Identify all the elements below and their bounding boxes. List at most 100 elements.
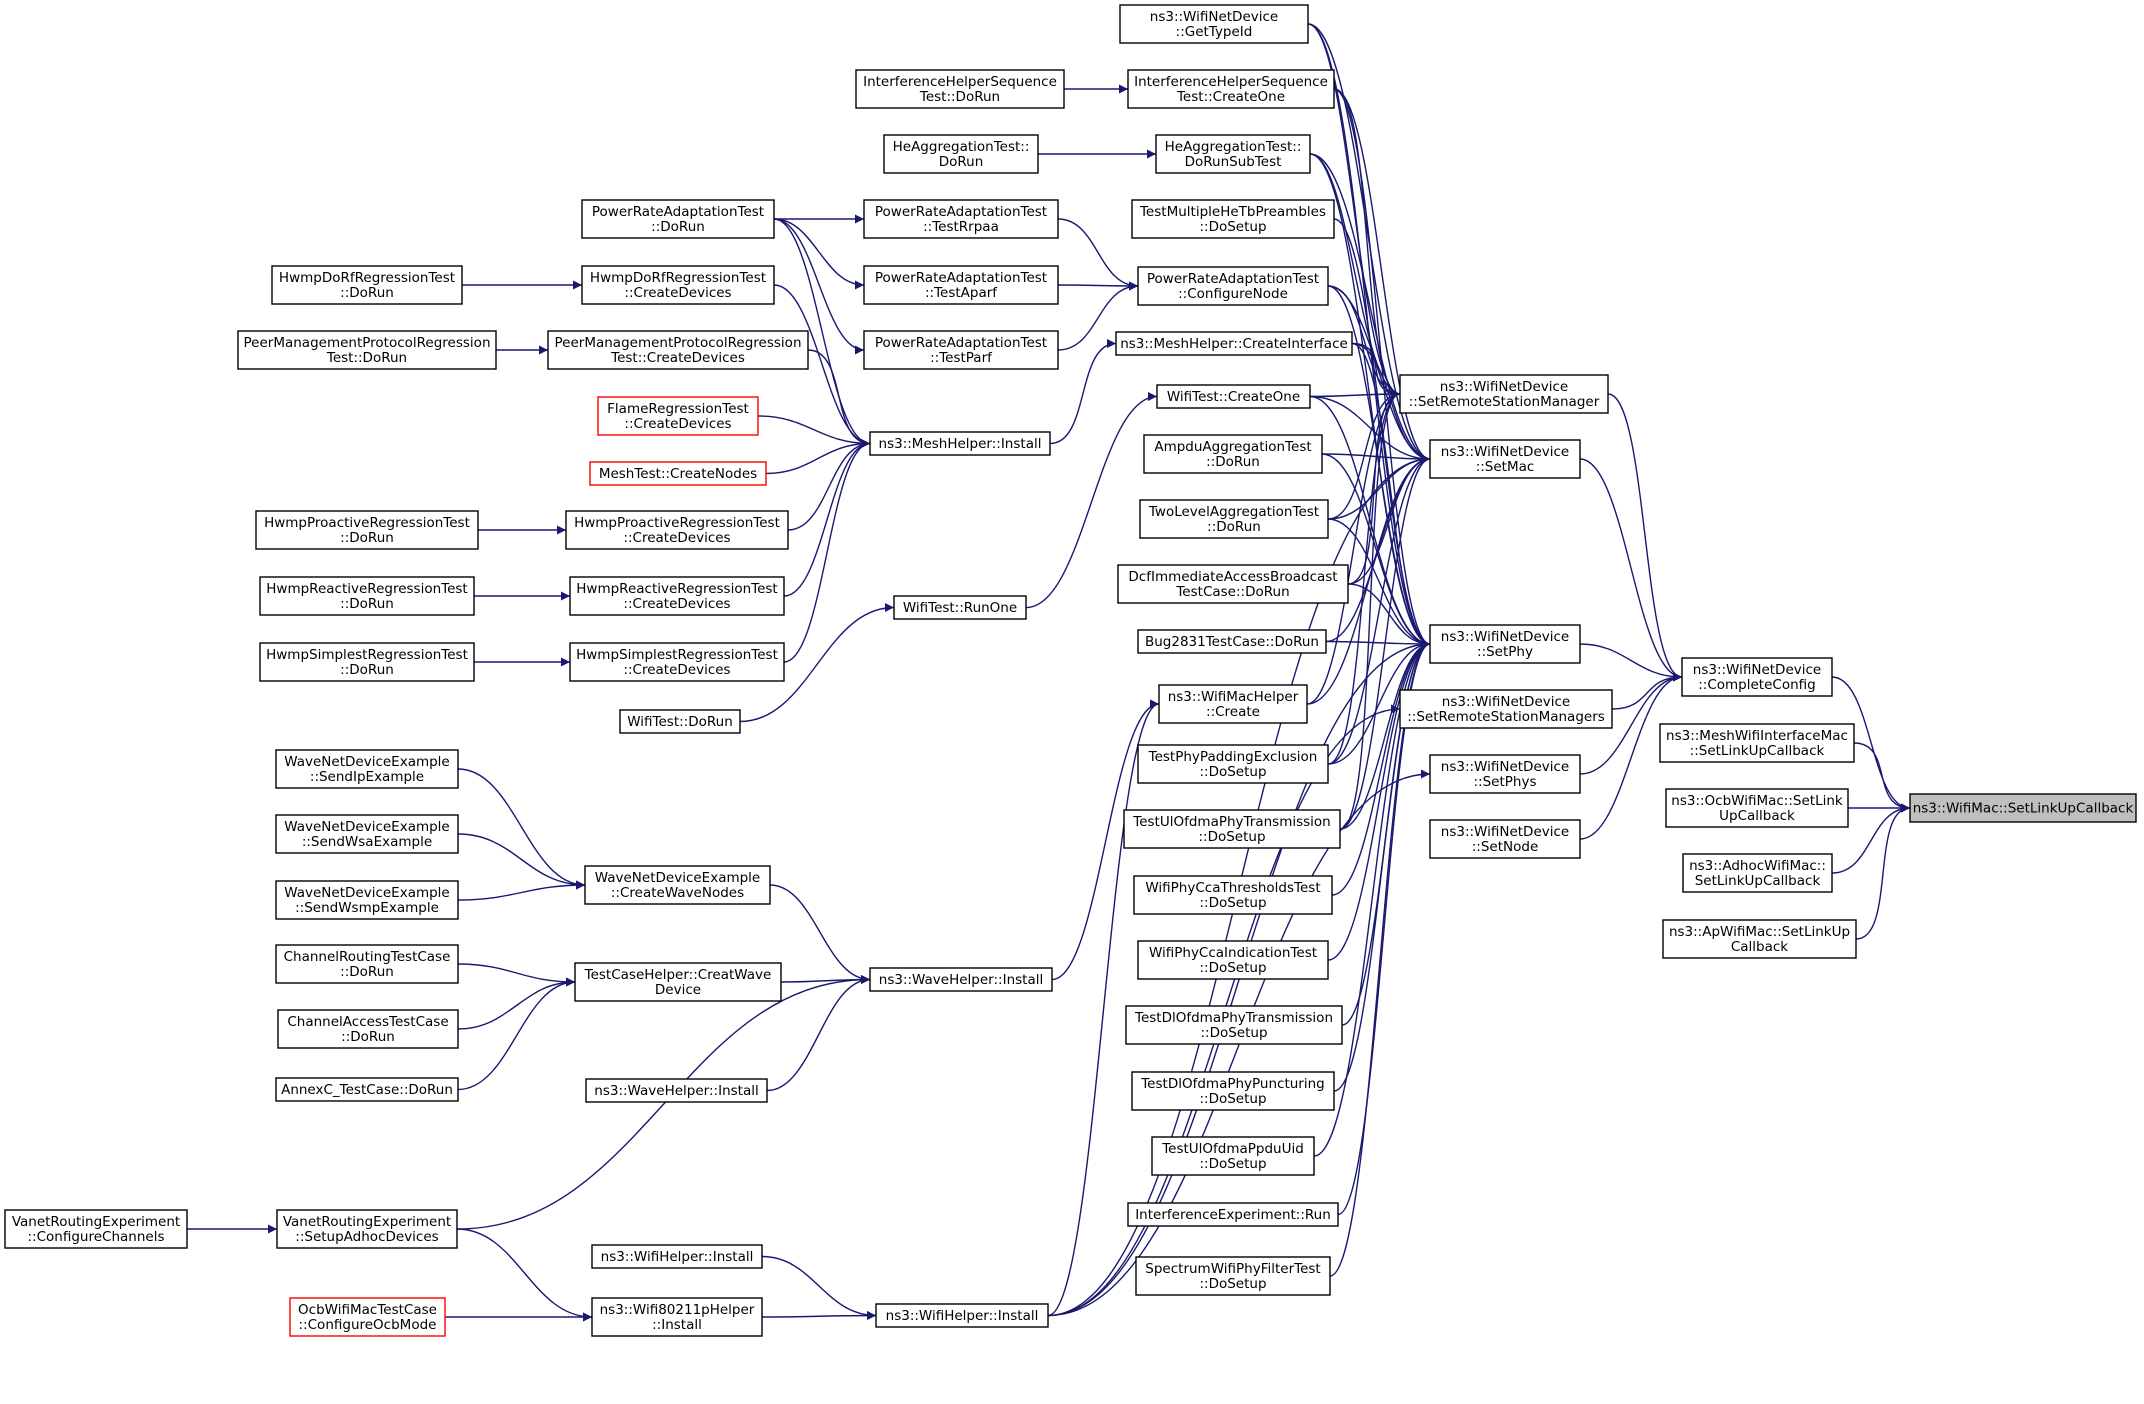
node-label-setrsms-line-1: ::SetRemoteStationManagers [1407,709,1605,725]
graph-node-heagg_dorunsub[interactable]: HeAggregationTest::DoRunSubTest [1155,134,1311,174]
graph-node-hrea_dorun[interactable]: HwmpReactiveRegressionTest::DoRun [259,576,475,616]
node-label-cat_dorun-line-0: ChannelAccessTestCase [287,1014,448,1030]
graph-node-hpro_create[interactable]: HwmpProactiveRegressionTest::CreateDevic… [565,510,789,550]
node-label-ocbmac-line-1: UpCallback [1719,808,1795,824]
node-label-w80211p_install-line-0: ns3::Wifi80211pHelper [600,1302,755,1318]
graph-node-wifihelper_install2[interactable]: ns3::WifiHelper::Install [591,1244,763,1269]
graph-node-dcf[interactable]: DcfImmediateAccessBroadcastTestCase::DoR… [1117,564,1349,604]
graph-node-pmp_dorun[interactable]: PeerManagementProtocolRegressionTest::Do… [237,330,497,370]
graph-node-mesh_createnodes[interactable]: MeshTest::CreateNodes [589,461,767,486]
graph-node-flame_create[interactable]: FlameRegressionTest::CreateDevices [597,396,759,436]
graph-node-gettypeid[interactable]: ns3::WifiNetDevice::GetTypeId [1119,4,1309,44]
graph-node-setlinkup[interactable]: ns3::WifiMac::SetLinkUpCallback [1909,793,2137,823]
graph-node-wnde_sendip[interactable]: WaveNetDeviceExample::SendIpExample [275,749,459,789]
graph-node-w80211p_install[interactable]: ns3::Wifi80211pHelper::Install [591,1297,763,1337]
graph-node-twolevel[interactable]: TwoLevelAggregationTest::DoRun [1139,499,1329,539]
graph-node-wifitest_createone[interactable]: WifiTest::CreateOne [1156,384,1311,409]
graph-node-prat_trrpaa[interactable]: PowerRateAdaptationTest::TestRrpaa [863,199,1059,239]
graph-node-wpcct[interactable]: WifiPhyCcaThresholdsTest::DoSetup [1133,875,1333,915]
graph-node-vre_config[interactable]: VanetRoutingExperiment::ConfigureChannel… [4,1209,188,1249]
graph-node-prat_config[interactable]: PowerRateAdaptationTest::ConfigureNode [1137,266,1329,306]
node-label-setrsm-line-1: ::SetRemoteStationManager [1409,394,1600,410]
graph-node-meshifmac[interactable]: ns3::MeshWifiInterfaceMac::SetLinkUpCall… [1659,723,1855,763]
graph-node-hsim_create[interactable]: HwmpSimplestRegressionTest::CreateDevice… [569,642,785,682]
graph-node-ocbmac[interactable]: ns3::OcbWifiMac::SetLinkUpCallback [1665,788,1849,828]
node-label-prat_dorun-line-1: ::DoRun [651,219,705,235]
graph-node-ihs_createone[interactable]: InterferenceHelperSequenceTest::CreateOn… [1127,69,1335,109]
graph-node-wpcit[interactable]: WifiPhyCcaIndicationTest::DoSetup [1137,940,1329,980]
graph-node-hdrf_create[interactable]: HwmpDoRfRegressionTest::CreateDevices [581,265,775,305]
graph-node-bug2831[interactable]: Bug2831TestCase::DoRun [1137,629,1327,654]
graph-node-wavehelper_install[interactable]: ns3::WaveHelper::Install [869,967,1053,992]
graph-node-wifitest_runone[interactable]: WifiTest::RunOne [893,595,1027,620]
graph-node-pmp_create[interactable]: PeerManagementProtocolRegressionTest::Cr… [547,330,809,370]
node-box-dcf [1117,564,1349,604]
edge-setrsms-to-completeconfig [1611,672,1683,710]
node-label-vre_config-line-1: ::ConfigureChannels [28,1229,165,1245]
graph-node-setphys[interactable]: ns3::WifiNetDevice::SetPhys [1429,754,1581,794]
graph-node-wnde_sendwsmp[interactable]: WaveNetDeviceExample::SendWsmpExample [275,880,459,920]
graph-node-tdopp[interactable]: TestDlOfdmaPhyPuncturing::DoSetup [1131,1071,1335,1111]
node-box-wnde_createwn [584,865,771,905]
node-label-wnde_createwn-line-0: WaveNetDeviceExample [595,870,761,886]
graph-node-tuopu[interactable]: TestUlOfdmaPpduUid::DoSetup [1151,1136,1315,1176]
graph-node-wifihelper_install[interactable]: ns3::WifiHelper::Install [875,1303,1049,1328]
graph-node-ampdu[interactable]: AmpduAggregationTest::DoRun [1143,434,1323,474]
node-label-setnode-line-1: ::SetNode [1472,839,1539,855]
node-box-setrsms [1399,689,1613,729]
edge-flame_create-to-meshhelper_install [757,415,871,448]
node-label-gettypeid-line-1: ::GetTypeId [1176,24,1253,40]
graph-node-tppe[interactable]: TestPhyPaddingExclusion::DoSetup [1137,744,1329,784]
graph-node-hrea_create[interactable]: HwmpReactiveRegressionTest::CreateDevice… [569,576,785,616]
graph-node-hpro_dorun[interactable]: HwmpProactiveRegressionTest::DoRun [255,510,479,550]
graph-node-hdrf_dorun[interactable]: HwmpDoRfRegressionTest::DoRun [271,265,463,305]
graph-node-tdopt[interactable]: TestDlOfdmaPhyTransmission::DoSetup [1125,1005,1343,1045]
graph-node-ocbtc_config[interactable]: OcbWifiMacTestCase::ConfigureOcbMode [289,1297,446,1337]
edge-prat_dorun-to-prat_tparf [773,218,865,355]
edge-wifimachelper_create-to-setrsm [1306,389,1401,705]
graph-node-adhocmac[interactable]: ns3::AdhocWifiMac::SetLinkUpCallback [1682,853,1833,893]
graph-node-setrsms[interactable]: ns3::WifiNetDevice::SetRemoteStationMana… [1399,689,1613,729]
graph-node-heagg_dorun[interactable]: HeAggregationTest::DoRun [883,134,1039,174]
node-label-heagg_dorun-line-0: HeAggregationTest:: [893,139,1030,155]
graph-node-setnode[interactable]: ns3::WifiNetDevice::SetNode [1429,819,1581,859]
graph-node-setphy[interactable]: ns3::WifiNetDevice::SetPhy [1429,624,1581,664]
graph-node-wifitest_dorun[interactable]: WifiTest::DoRun [619,709,741,734]
graph-node-meshhelper_createif[interactable]: ns3::MeshHelper::CreateInterface [1115,331,1353,356]
graph-node-setrsm[interactable]: ns3::WifiNetDevice::SetRemoteStationMana… [1399,374,1609,414]
graph-node-setmac[interactable]: ns3::WifiNetDevice::SetMac [1429,439,1581,479]
graph-node-prat_taparf[interactable]: PowerRateAdaptationTest::TestAparf [863,265,1059,305]
graph-node-cat_dorun[interactable]: ChannelAccessTestCase::DoRun [277,1009,459,1049]
graph-node-wavehelper_install2[interactable]: ns3::WaveHelper::Install [585,1078,768,1103]
node-box-wnde_sendwsa [275,814,459,854]
graph-node-prat_tparf[interactable]: PowerRateAdaptationTest::TestParf [863,330,1059,370]
node-box-setlinkup [1909,793,2137,823]
graph-node-annexc_dorun[interactable]: AnnexC_TestCase::DoRun [275,1077,459,1102]
graph-node-meshhelper_install[interactable]: ns3::MeshHelper::Install [869,431,1051,456]
edge-setrsm-to-completeconfig [1607,393,1683,682]
graph-node-crt_dorun[interactable]: ChannelRoutingTestCase::DoRun [275,944,459,984]
node-label-dcf-line-0: DcfImmediateAccessBroadcast [1128,569,1337,585]
graph-node-vre_setup[interactable]: VanetRoutingExperiment::SetupAdhocDevice… [276,1209,458,1249]
node-label-hrea_create-line-0: HwmpReactiveRegressionTest [576,581,777,597]
graph-node-hsim_dorun[interactable]: HwmpSimplestRegressionTest::DoRun [259,642,475,682]
graph-node-tmhtp[interactable]: TestMultipleHeTbPreambles::DoSetup [1131,199,1335,239]
edge-meshhelper_createif-to-setmac [1351,342,1431,464]
graph-node-ie_run[interactable]: InterferenceExperiment::Run [1127,1202,1339,1227]
node-label-annexc_dorun-line-0: AnnexC_TestCase::DoRun [281,1082,453,1098]
graph-node-apmac[interactable]: ns3::ApWifiMac::SetLinkUpCallback [1662,919,1857,959]
node-box-setphy [1429,624,1581,664]
graph-node-wifimachelper_create[interactable]: ns3::WifiMacHelper::Create [1158,684,1308,724]
node-box-w80211p_install [591,1297,763,1337]
edge-setphy-to-completeconfig [1579,643,1683,682]
graph-node-wnde_sendwsa[interactable]: WaveNetDeviceExample::SendWsaExample [275,814,459,854]
edge-bug2831-to-setphy [1325,639,1431,649]
graph-node-completeconfig[interactable]: ns3::WifiNetDevice::CompleteConfig [1681,657,1833,697]
node-label-tuopu-line-0: TestUlOfdmaPpduUid [1161,1141,1304,1157]
graph-node-prat_dorun[interactable]: PowerRateAdaptationTest::DoRun [581,199,775,239]
graph-node-swpft[interactable]: SpectrumWifiPhyFilterTest::DoSetup [1135,1256,1331,1296]
graph-node-tuopt[interactable]: TestUlOfdmaPhyTransmission::DoSetup [1123,809,1341,849]
graph-node-wnde_createwn[interactable]: WaveNetDeviceExample::CreateWaveNodes [584,865,771,905]
